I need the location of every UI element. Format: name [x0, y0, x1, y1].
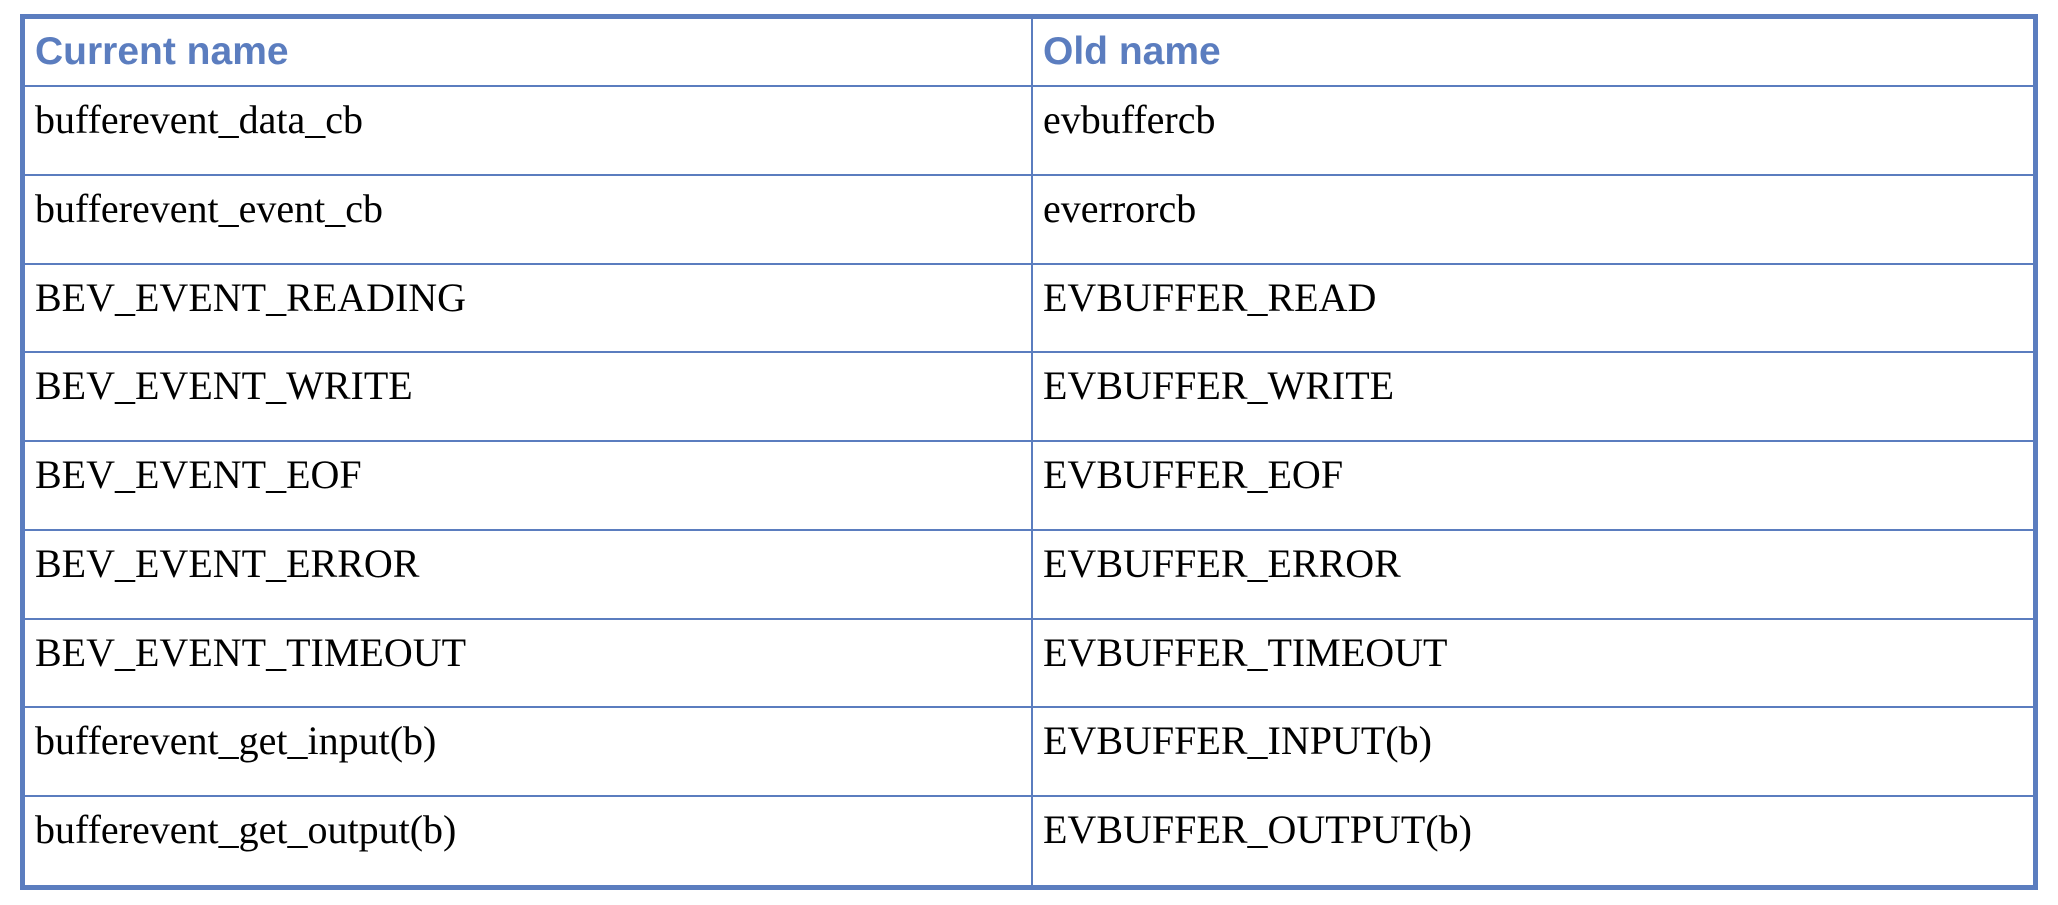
current-name-cell: bufferevent_get_output(b)	[25, 795, 1033, 885]
table-row: bufferevent_event_cb everrorcb	[25, 173, 2033, 265]
current-name-cell: bufferevent_get_input(b)	[25, 706, 1033, 798]
current-name-cell: BEV_EVENT_READING	[25, 262, 1033, 354]
header-current-name: Current name	[25, 19, 1033, 87]
table-row: BEV_EVENT_READING EVBUFFER_READ	[25, 262, 2033, 354]
table-row: bufferevent_get_output(b) EVBUFFER_OUTPU…	[25, 795, 2033, 885]
old-name-cell: EVBUFFER_ERROR	[1031, 528, 2033, 620]
table-header: Current name Old name	[25, 19, 2033, 87]
name-mapping-table-frame: Current name Old name bufferevent_data_c…	[20, 14, 2038, 890]
current-name-cell: BEV_EVENT_EOF	[25, 440, 1033, 531]
name-mapping-table: Current name Old name bufferevent_data_c…	[25, 19, 2033, 885]
table-row: bufferevent_get_input(b) EVBUFFER_INPUT(…	[25, 706, 2033, 798]
table-row: bufferevent_data_cb evbuffercb	[25, 85, 2033, 176]
table-body: bufferevent_data_cb evbuffercb buffereve…	[25, 85, 2033, 885]
current-name-cell: bufferevent_event_cb	[25, 173, 1033, 265]
current-name-cell: BEV_EVENT_ERROR	[25, 528, 1033, 620]
old-name-cell: EVBUFFER_EOF	[1031, 440, 2033, 531]
table-row: BEV_EVENT_TIMEOUT EVBUFFER_TIMEOUT	[25, 617, 2033, 709]
old-name-cell: EVBUFFER_INPUT(b)	[1031, 706, 2033, 798]
old-name-cell: EVBUFFER_TIMEOUT	[1031, 617, 2033, 709]
old-name-cell: EVBUFFER_READ	[1031, 262, 2033, 354]
old-name-cell: EVBUFFER_WRITE	[1031, 351, 2033, 443]
header-old-name: Old name	[1031, 19, 2033, 87]
old-name-cell: EVBUFFER_OUTPUT(b)	[1031, 795, 2033, 885]
old-name-cell: everrorcb	[1031, 173, 2033, 265]
current-name-cell: BEV_EVENT_TIMEOUT	[25, 617, 1033, 709]
current-name-cell: BEV_EVENT_WRITE	[25, 351, 1033, 443]
header-row: Current name Old name	[25, 19, 2033, 87]
old-name-cell: evbuffercb	[1031, 85, 2033, 176]
current-name-cell: bufferevent_data_cb	[25, 85, 1033, 176]
table-row: BEV_EVENT_WRITE EVBUFFER_WRITE	[25, 351, 2033, 443]
table-row: BEV_EVENT_EOF EVBUFFER_EOF	[25, 440, 2033, 531]
table-row: BEV_EVENT_ERROR EVBUFFER_ERROR	[25, 528, 2033, 620]
